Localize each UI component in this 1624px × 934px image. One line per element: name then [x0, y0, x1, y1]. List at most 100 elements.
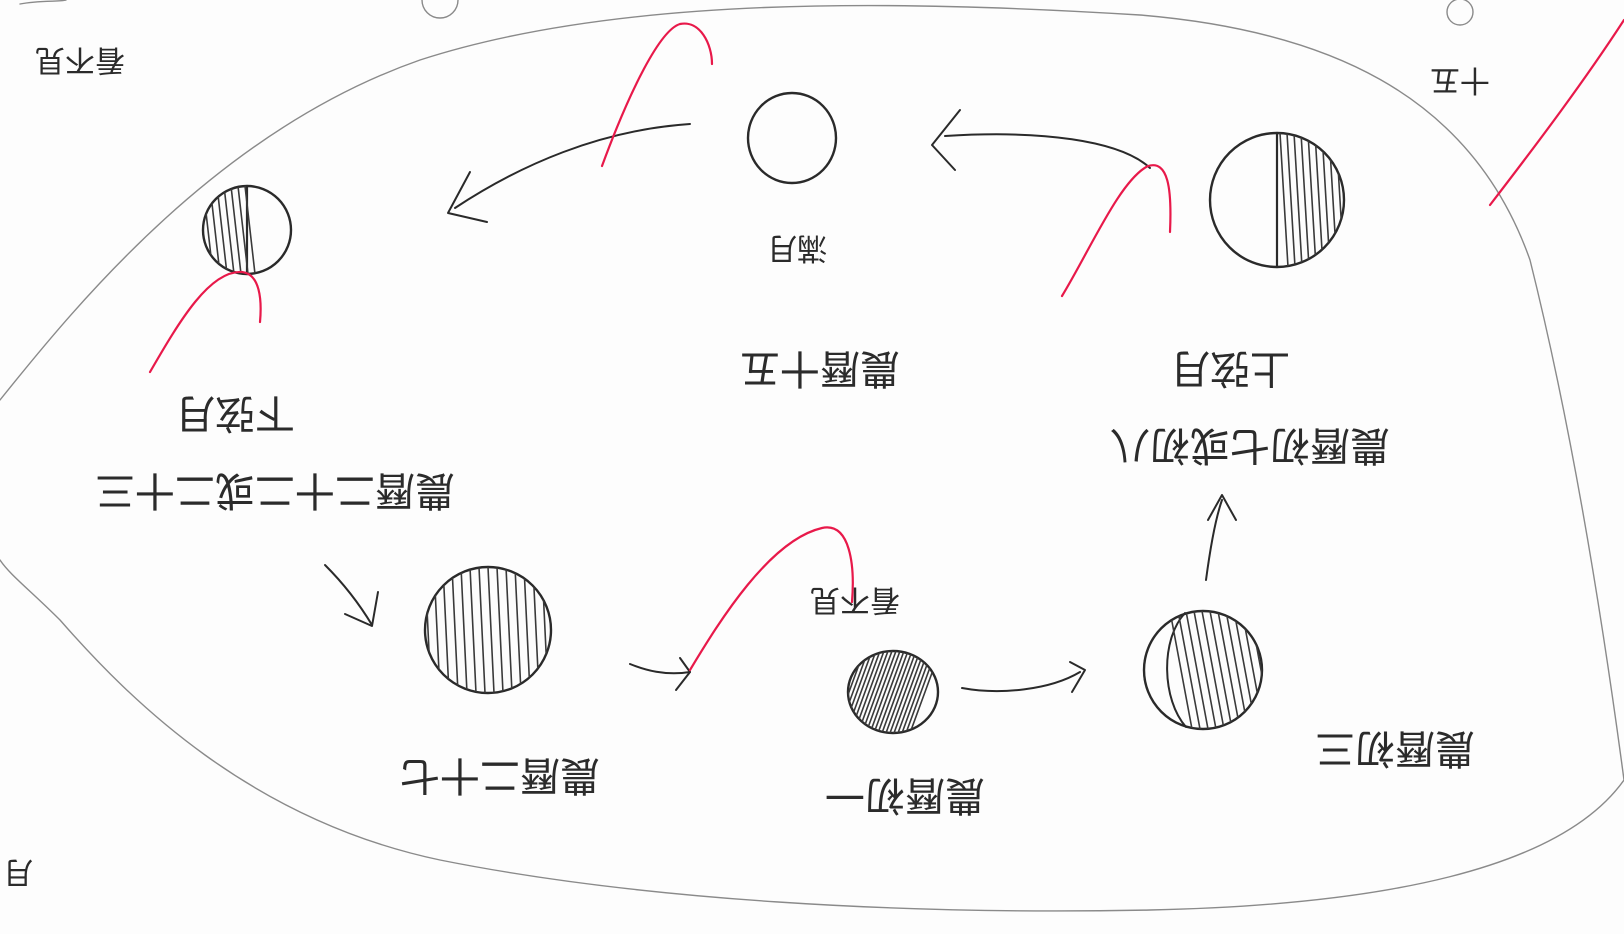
- svg-text:下弦月: 下弦月: [175, 390, 295, 436]
- first-quarter-moon-icon: [1208, 131, 1346, 269]
- new-moon-date-label: 農曆初一: [825, 772, 985, 818]
- hatch-stroke: [848, 651, 857, 733]
- hatch-stroke: [861, 651, 893, 733]
- hatch-stroke: [873, 651, 905, 733]
- new-moon-phase-label: 看不見: [810, 582, 900, 617]
- cycle-arrow-right-up: [1205, 494, 1237, 581]
- corner-scribble: [19, 0, 67, 5]
- hatch-stroke: [1293, 133, 1303, 267]
- last-quarter-moon-icon: [201, 184, 293, 276]
- crescent-moon-icon: [1142, 609, 1264, 731]
- cycle-arrow-top-right: [931, 109, 1151, 171]
- cycle-arrow-top-left: [447, 123, 691, 223]
- hatch-stroke: [223, 186, 235, 274]
- hatch-stroke: [853, 651, 885, 733]
- svg-text:上弦月: 上弦月: [1170, 345, 1290, 391]
- hatch-stroke: [865, 651, 897, 733]
- hatch-stroke: [1286, 133, 1296, 267]
- red-annotation-right: [1060, 164, 1172, 298]
- svg-text:滿月: 滿月: [767, 230, 827, 265]
- hatch-stroke: [905, 651, 937, 733]
- hatch-stroke: [897, 651, 929, 733]
- svg-text:農曆二十二或二十三: 農曆二十二或二十三: [95, 467, 455, 513]
- hatch-stroke: [216, 186, 228, 274]
- hatch-stroke: [1217, 611, 1241, 729]
- first-quarter-phase-label: 上弦月: [1170, 345, 1290, 391]
- hatch-stroke: [487, 567, 495, 693]
- hatch-stroke: [1307, 133, 1317, 267]
- hatch-stroke: [523, 567, 531, 693]
- hatch-stroke: [203, 186, 214, 274]
- svg-text:月: 月: [3, 854, 33, 889]
- hatch-stroke: [1279, 133, 1289, 267]
- hatch-stroke: [814, 651, 844, 733]
- corner-label-top-left: 看不見: [35, 42, 125, 77]
- last-quarter-phase-label: 下弦月: [175, 390, 295, 436]
- corner-label-top-right: 十五: [1430, 62, 1490, 97]
- last-quarter-date-label: 農曆二十二或二十三: [95, 467, 455, 513]
- hatch-stroke: [230, 186, 242, 274]
- hatch-stroke: [1201, 611, 1225, 729]
- svg-text:農曆初三: 農曆初三: [1315, 725, 1475, 771]
- hatch-stroke: [1300, 133, 1310, 267]
- svg-text:農曆十五: 農曆十五: [740, 345, 900, 391]
- cycle-arrow-bottom-right: [961, 661, 1086, 693]
- waning-crescent-moon-icon: [423, 565, 553, 695]
- hatch-stroke: [1328, 133, 1338, 267]
- red-annotation-left: [148, 270, 262, 374]
- hatch-stroke: [889, 651, 921, 733]
- first-quarter-date-label: 農曆初七或初八: [1110, 422, 1390, 468]
- hatch-stroke: [541, 567, 549, 693]
- hatch-stroke: [1169, 611, 1193, 729]
- svg-text:看不見: 看不見: [35, 42, 125, 77]
- hatch-stroke: [478, 567, 486, 693]
- crescent-date-label: 農曆初三: [1315, 725, 1475, 771]
- hatch-stroke: [877, 651, 909, 733]
- waning-crescent-date-label: 農曆二十七: [400, 752, 600, 798]
- corner-circle-right: [1446, 0, 1474, 26]
- hatch-stroke: [1225, 611, 1249, 729]
- hatch-stroke: [848, 651, 861, 733]
- hatch-stroke: [857, 651, 889, 733]
- svg-text:看不見: 看不見: [810, 582, 900, 617]
- hatch-stroke: [1193, 611, 1217, 729]
- orbit-outline: [0, 4, 1624, 912]
- hatch-stroke: [849, 651, 881, 733]
- corner-circle-left: [421, 0, 459, 19]
- hatch-stroke: [901, 651, 933, 733]
- hatch-stroke: [869, 651, 901, 733]
- svg-text:十五: 十五: [1430, 62, 1490, 97]
- hatch-stroke: [460, 567, 468, 693]
- hatch-stroke: [496, 567, 504, 693]
- hatch-stroke: [433, 567, 441, 693]
- hatch-stroke: [810, 651, 840, 733]
- new-moon-icon: [810, 649, 940, 735]
- hatch-stroke: [1314, 133, 1324, 267]
- corner-label-bottom-left: 月: [3, 854, 33, 889]
- cycle-arrow-bottom-left: [629, 657, 691, 691]
- svg-text:農曆二十七: 農曆二十七: [400, 752, 600, 798]
- full-moon-icon: [746, 91, 838, 185]
- hatch-stroke: [237, 186, 249, 274]
- red-annotation-bottom: [688, 526, 854, 672]
- hatch-stroke: [881, 651, 913, 733]
- hatch-stroke: [848, 651, 849, 733]
- hatch-stroke: [848, 651, 869, 733]
- hatch-stroke: [885, 651, 917, 733]
- hatch-stroke: [244, 186, 256, 274]
- full-moon-date-label: 農曆十五: [740, 345, 900, 391]
- hatch-stroke: [893, 651, 925, 733]
- hatch-stroke: [848, 651, 873, 733]
- hatch-stroke: [469, 567, 477, 693]
- svg-text:農曆初七或初八: 農曆初七或初八: [1110, 422, 1390, 468]
- hatch-stroke: [514, 567, 522, 693]
- hatch-stroke: [1177, 611, 1201, 729]
- full-moon-phase-label: 滿月: [767, 230, 827, 265]
- red-annotation-top: [600, 22, 714, 168]
- hatch-stroke: [442, 567, 450, 693]
- cycle-arrow-left-down: [324, 564, 379, 627]
- hatch-stroke: [1185, 611, 1209, 729]
- hatch-stroke: [505, 567, 513, 693]
